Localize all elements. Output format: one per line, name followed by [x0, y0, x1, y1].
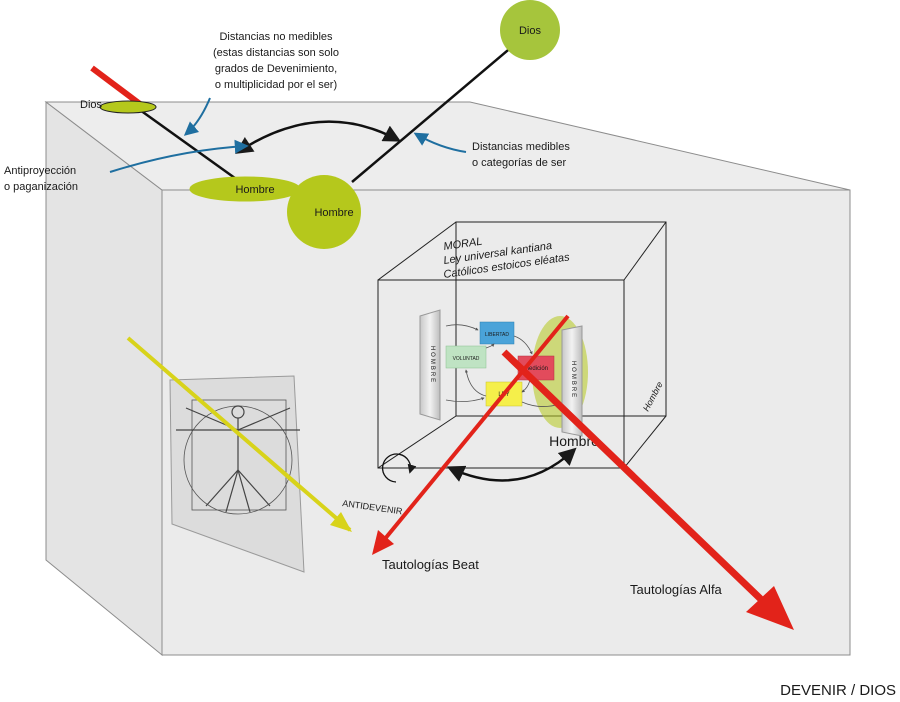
- vitruvian-square: [191, 399, 287, 511]
- voluntad-box: [445, 345, 487, 369]
- black-double-arrow-cube: [446, 447, 577, 482]
- voluntad-label: VOLUNTAD: [453, 356, 480, 362]
- libertad-box: [479, 321, 515, 345]
- hombre-vertical-right: HOMBRE: [570, 361, 576, 399]
- red-stub-arrow: [90, 65, 142, 107]
- no-medibles-line-2: (estas distancias son solo: [213, 47, 339, 59]
- cube-edge-tl: [377, 221, 457, 281]
- black-double-arrow-top: [235, 120, 402, 154]
- connector-1: [445, 324, 479, 331]
- cube-edge-tr: [623, 221, 667, 281]
- hombre-small-label: Hombre: [235, 184, 274, 196]
- blue-arrow-antiproyeccion: [109, 139, 249, 173]
- libertad-label: LIBERTAD: [485, 332, 509, 338]
- hombre-cube-label: Hombre: [549, 433, 599, 449]
- footer-title: DEVENIR / DIOS: [780, 682, 896, 699]
- blue-arrow-no-medibles: [183, 97, 211, 136]
- red-arrow-alfa-head: [746, 586, 794, 630]
- no-medibles-line-3: grados de Devenimiento,: [215, 63, 337, 75]
- tautologias-beat-label: Tautologías Beat: [382, 557, 479, 572]
- connector-2: [485, 343, 495, 349]
- blue-arrow-medibles: [413, 132, 467, 153]
- yellow-arrow-inner: [231, 426, 301, 490]
- hombre-panel-left: [419, 309, 441, 421]
- moral-line-1: MORAL: [443, 236, 483, 253]
- connector-3: [513, 335, 533, 355]
- dios-hombre-line-left: [139, 108, 247, 188]
- no-medibles-line-1: Distancias no medibles: [219, 31, 333, 43]
- hombre-big-label: Hombre: [314, 207, 353, 219]
- top-diagram: Dios Dios Hombre Hombre Distancias no me…: [4, 0, 570, 249]
- antiproyeccion-line-2: o paganización: [4, 181, 78, 193]
- hombre-big-circle: [287, 175, 361, 249]
- connector-6: [445, 397, 485, 402]
- medibles-line-2: o categorías de ser: [472, 157, 567, 169]
- medicion-label: Medición: [524, 366, 548, 372]
- cube-edge-br: [623, 415, 667, 469]
- dios-left-ellipse: [99, 100, 157, 114]
- hombre-vertical-left: HOMBRE: [429, 346, 435, 384]
- dios-left-label: Dios: [80, 99, 103, 111]
- antidevenir-loop-arrow: [381, 453, 417, 483]
- dios-top-label: Dios: [519, 25, 542, 37]
- red-arrow-beat-head: [372, 530, 394, 555]
- dios-hombre-line-right: [351, 39, 521, 183]
- vitruvian-panel: [126, 336, 352, 573]
- red-arrow-alfa: [501, 349, 773, 611]
- red-arrow-beat: [382, 314, 570, 542]
- no-medibles-line-4: o multiplicidad por el ser): [215, 79, 337, 91]
- connector-5: [464, 369, 487, 397]
- red-arrows: [372, 314, 794, 630]
- medibles-line-1: Distancias medibles: [472, 141, 570, 153]
- room-ceiling: [44, 101, 851, 191]
- dios-top-circle: [500, 0, 560, 60]
- yellow-arrow-head: [330, 512, 352, 532]
- tautologias-alfa-label: Tautologías Alfa: [630, 582, 723, 597]
- cube-edge-bl: [377, 415, 457, 469]
- antiproyeccion-line-1: Antiproyección: [4, 165, 76, 177]
